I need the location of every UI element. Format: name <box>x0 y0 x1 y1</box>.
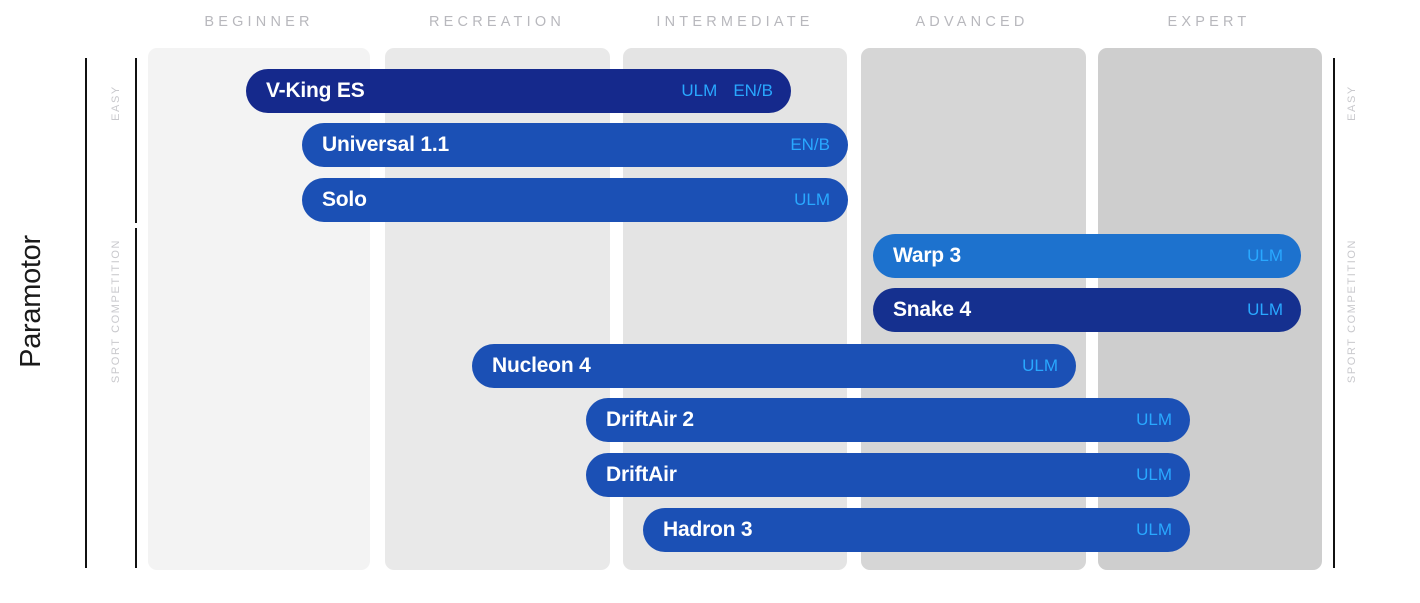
column-header-intermediate: INTERMEDIATE <box>656 14 814 30</box>
axis-label-right-sport-competition: SPORT COMPETITION <box>1341 228 1363 393</box>
bar-tag-en-b: EN/B <box>733 81 773 100</box>
bar-label: Nucleon 4 <box>492 354 591 377</box>
bar-tag-group: ULM EN/B <box>681 81 773 101</box>
bar-tag-group: EN/B <box>790 135 830 155</box>
bar-tag-ulm: ULM <box>794 190 830 209</box>
bar-label: Hadron 3 <box>663 518 753 541</box>
chart-title-text: Paramotor <box>14 235 47 368</box>
bar-tag-ulm: ULM <box>1136 465 1172 484</box>
bar-tag-group: ULM <box>794 190 830 210</box>
bar-tag-en-b: EN/B <box>790 135 830 154</box>
bar-tag-ulm: ULM <box>681 81 718 100</box>
bar-tag-group: ULM <box>1136 410 1172 430</box>
bar-tag-ulm: ULM <box>1247 246 1283 265</box>
axis-segment-left-sport-competition <box>135 228 137 568</box>
bar-tag-ulm: ULM <box>1247 300 1283 319</box>
bar-label: Universal 1.1 <box>322 133 449 156</box>
axis-label-left-easy: EASY <box>105 58 127 148</box>
bar-tag-ulm: ULM <box>1136 520 1172 539</box>
bar-driftair[interactable]: DriftAir ULM <box>586 453 1190 497</box>
column-header-expert: EXPERT <box>1167 14 1251 30</box>
bar-label: Snake 4 <box>893 298 971 321</box>
chart-title: Paramotor <box>0 0 62 603</box>
bar-warp-3[interactable]: Warp 3 ULM <box>873 234 1301 278</box>
bar-driftair-2[interactable]: DriftAir 2 ULM <box>586 398 1190 442</box>
bar-nucleon-4[interactable]: Nucleon 4 ULM <box>472 344 1076 388</box>
bar-tag-ulm: ULM <box>1022 356 1058 375</box>
axis-label-text: SPORT COMPETITION <box>1346 238 1359 383</box>
bar-tag-group: ULM <box>1136 520 1172 540</box>
axis-label-right-easy: EASY <box>1341 58 1363 148</box>
bar-tag-group: ULM <box>1247 300 1283 320</box>
bar-label: Solo <box>322 188 367 211</box>
axis-segment-right-easy <box>1333 58 1335 223</box>
bar-universal-1-1[interactable]: Universal 1.1 EN/B <box>302 123 848 167</box>
column-header-row: BEGINNER RECREATION INTERMEDIATE ADVANCED EX… <box>0 0 1420 46</box>
axis-label-left-sport-competition: SPORT COMPETITION <box>105 228 127 393</box>
axis-label-text: EASY <box>110 85 122 121</box>
bar-label: DriftAir <box>606 463 677 486</box>
axis-label-text: SPORT COMPETITION <box>110 238 123 383</box>
axis-segment-right-sport-competition <box>1333 228 1335 568</box>
bar-tag-ulm: ULM <box>1136 410 1172 429</box>
bar-tag-group: ULM <box>1136 465 1172 485</box>
bar-label: Warp 3 <box>893 244 962 267</box>
bar-tag-group: ULM <box>1247 246 1283 266</box>
bar-tag-group: ULM <box>1022 356 1058 376</box>
bar-hadron-3[interactable]: Hadron 3 ULM <box>643 508 1190 552</box>
axis-segment-left-easy <box>135 58 137 223</box>
column-header-recreation: RECREATION <box>429 14 565 30</box>
bar-snake-4[interactable]: Snake 4 ULM <box>873 288 1301 332</box>
bar-solo[interactable]: Solo ULM <box>302 178 848 222</box>
axis-line-left <box>85 58 87 568</box>
column-header-advanced: ADVANCED <box>915 14 1029 30</box>
axis-label-text: EASY <box>1346 85 1358 121</box>
bar-label: DriftAir 2 <box>606 408 694 431</box>
column-header-beginner: BEGINNER <box>204 14 314 30</box>
bar-label: V-King ES <box>266 79 365 102</box>
bar-v-king-es[interactable]: V-King ES ULM EN/B <box>246 69 791 113</box>
